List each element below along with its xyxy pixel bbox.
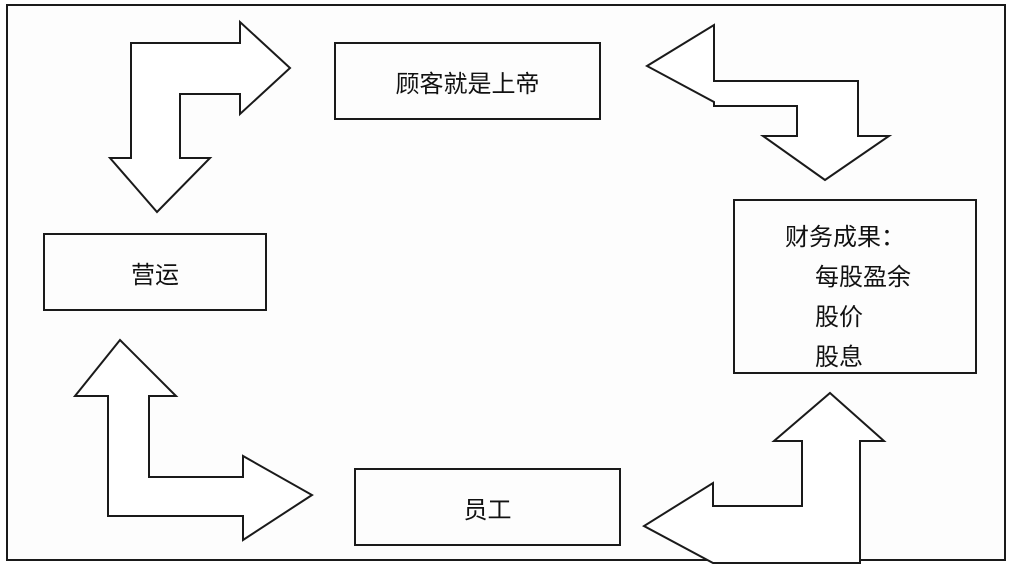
employees-box: 员工: [354, 468, 621, 546]
financial-item-dividend: 股息: [815, 343, 863, 371]
financial-item-eps: 每股盈余: [815, 263, 911, 291]
operations-box: 营运: [43, 233, 267, 311]
customer-label: 顾客就是上帝: [395, 69, 540, 98]
arrow-operations-to-customer: [107, 19, 292, 214]
financial-results-box: 财务成果： 每股盈余 股价 股息: [733, 199, 977, 374]
financial-item-share-price: 股价: [815, 303, 863, 331]
operations-label: 营运: [131, 260, 179, 289]
financial-results-title: 财务成果：: [785, 223, 905, 251]
customer-box: 顾客就是上帝: [334, 42, 601, 120]
employees-label: 员工: [463, 495, 512, 524]
arrow-employees-to-operations: [72, 338, 314, 542]
arrow-employees-to-financial: [642, 391, 887, 564]
arrow-customer-to-financial: [644, 23, 893, 182]
